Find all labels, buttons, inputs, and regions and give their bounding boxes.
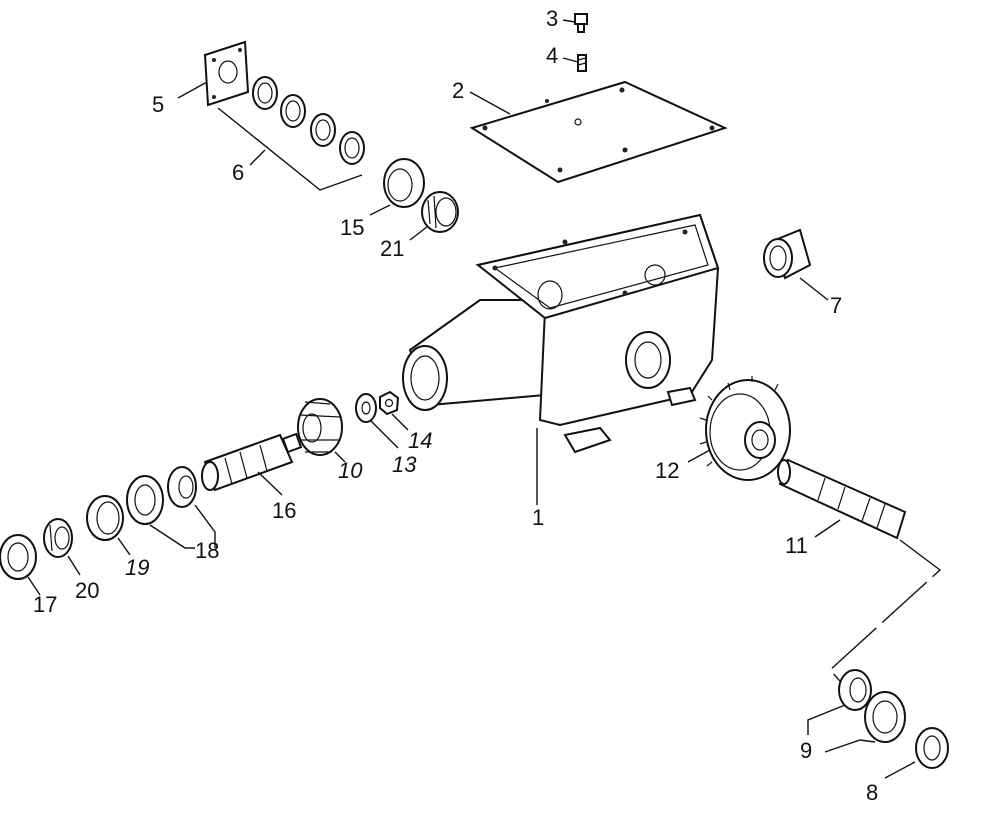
callout-3: 3 xyxy=(546,6,558,31)
callout-2: 2 xyxy=(452,78,464,103)
leader-18a xyxy=(149,524,195,549)
leader-14 xyxy=(391,413,409,431)
callout-13: 13 xyxy=(392,452,417,477)
leader-9b xyxy=(824,739,876,753)
callout-15: 15 xyxy=(340,215,364,240)
bearing-cone-21 xyxy=(421,191,459,233)
assembly-line xyxy=(829,539,942,691)
leader-6-bracket xyxy=(217,107,363,191)
callout-9: 9 xyxy=(800,738,812,763)
callout-20: 20 xyxy=(75,578,99,603)
callout-8: 8 xyxy=(866,780,878,805)
plug xyxy=(574,13,588,33)
shims xyxy=(252,76,365,165)
set-screw xyxy=(577,54,587,72)
callout-16: 16 xyxy=(272,498,296,523)
callout-21: 21 xyxy=(380,236,404,261)
callout-4: 4 xyxy=(546,43,558,68)
pinion-gear-10 xyxy=(297,398,343,456)
callout-18: 18 xyxy=(195,538,219,563)
leader-15 xyxy=(369,204,391,216)
leader-20 xyxy=(67,555,81,576)
callout-19: 19 xyxy=(125,555,149,580)
nut-14 xyxy=(379,390,400,416)
callout-1: 1 xyxy=(532,505,544,530)
leader-7 xyxy=(799,277,829,301)
seal-cap-7 xyxy=(763,228,812,280)
leader-21 xyxy=(409,225,429,241)
cover-plate xyxy=(469,80,728,184)
ring-gear-12 xyxy=(699,376,791,481)
leader-18b xyxy=(194,504,216,548)
bearing-cone-20 xyxy=(43,518,73,558)
callout-12: 12 xyxy=(655,458,679,483)
flange-plate xyxy=(203,40,250,107)
gearbox-housing xyxy=(402,213,720,454)
leader-19 xyxy=(117,537,131,556)
leader-10 xyxy=(334,451,346,463)
leader-16 xyxy=(257,471,283,496)
leader-8 xyxy=(884,761,916,779)
callout-17: 17 xyxy=(33,592,57,617)
leader-5 xyxy=(177,81,208,99)
bearing-assembly-9 xyxy=(838,669,906,743)
leader-2 xyxy=(469,91,511,115)
leader-4 xyxy=(562,57,579,63)
spacer-ring-19 xyxy=(86,495,124,541)
washer-13 xyxy=(355,393,377,423)
seal-8 xyxy=(915,727,949,769)
callout-7: 7 xyxy=(830,293,842,318)
leader-3 xyxy=(562,19,576,23)
leader-11 xyxy=(814,519,841,538)
leader-9a xyxy=(807,704,846,735)
callout-6: 6 xyxy=(232,160,244,185)
callout-10: 10 xyxy=(338,458,363,483)
leader-12 xyxy=(687,449,711,463)
bearing-cup-15 xyxy=(383,158,425,208)
output-shaft-11 xyxy=(777,458,907,540)
pinion-shaft-16 xyxy=(201,432,303,492)
seal-17 xyxy=(0,534,37,580)
callout-11: 11 xyxy=(785,533,808,558)
callout-5: 5 xyxy=(152,92,164,117)
callout-14: 14 xyxy=(408,428,432,453)
leader-17 xyxy=(27,576,41,596)
bearing-assembly-18 xyxy=(126,466,197,525)
leader-6 xyxy=(249,149,266,166)
leader-13 xyxy=(369,419,399,449)
